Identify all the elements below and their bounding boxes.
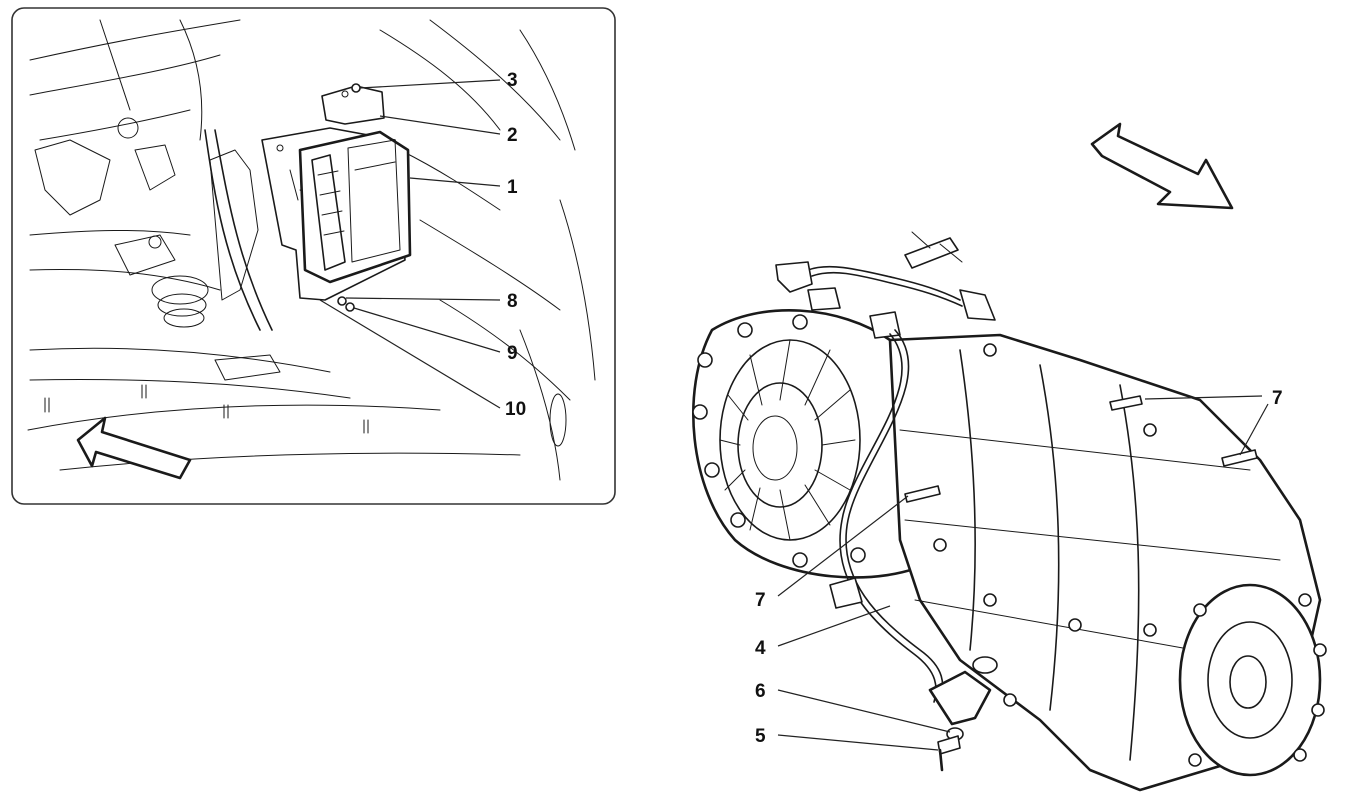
bolt-part-5 [937, 735, 961, 772]
main-view: 7 7 4 6 5 [692, 122, 1327, 792]
callout-9: 9 [507, 343, 518, 364]
ecu-control-unit [276, 90, 412, 284]
nut-part-3 [351, 83, 361, 93]
callout-5: 5 [755, 726, 766, 747]
inset-leader-lines [319, 79, 501, 409]
callout-6: 6 [755, 681, 766, 702]
callout-1: 1 [507, 177, 518, 198]
callout-7-right: 7 [1272, 388, 1283, 409]
inset-direction-arrow [76, 416, 192, 480]
main-direction-arrow [1090, 122, 1234, 210]
callout-7-left: 7 [755, 590, 766, 611]
nut-part-9 [345, 302, 355, 312]
inset-panel: 3 2 1 8 9 10 [11, 7, 616, 505]
speed-sensor-harness [775, 261, 998, 726]
callout-10: 10 [505, 399, 526, 420]
vehicle-floor-sketch [27, 19, 596, 481]
callout-8: 8 [507, 291, 518, 312]
studs-part-7 [904, 395, 1258, 503]
callout-2: 2 [507, 125, 518, 146]
main-leader-lines [777, 395, 1269, 751]
washer-part-8 [337, 296, 347, 306]
callout-4: 4 [755, 638, 766, 659]
callout-3: 3 [507, 70, 518, 91]
transmission-housing [692, 309, 1327, 792]
small-bracket [904, 237, 959, 269]
